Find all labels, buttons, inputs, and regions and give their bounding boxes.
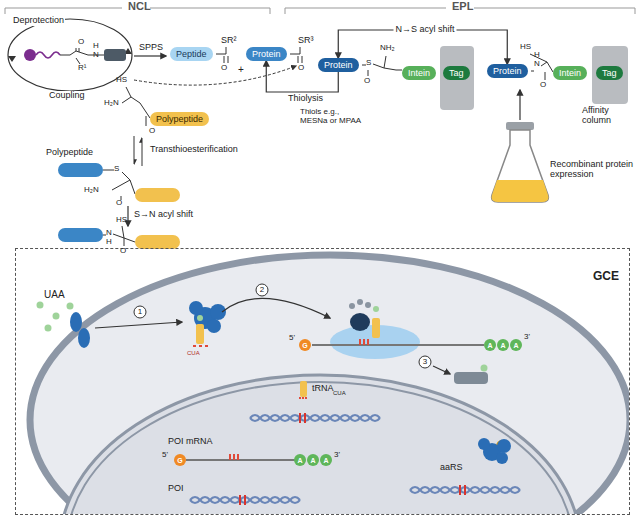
text-label: CUA: [187, 350, 200, 357]
text-label: SR²: [221, 36, 237, 46]
text-label: A: [310, 457, 315, 464]
text-label: Thiols e.g., MESNa or MPAA: [300, 108, 362, 126]
text-label: A: [323, 457, 328, 464]
text-label: G: [177, 457, 182, 464]
text-label: HS: [520, 43, 531, 52]
text-label: O: [78, 38, 84, 47]
edge-label: N→S acyl shift: [393, 25, 456, 35]
text-label: HS: [116, 216, 127, 225]
text-label: Affinity column: [582, 106, 632, 126]
protein-segment: Peptide: [170, 47, 213, 61]
text-label: +: [238, 64, 244, 75]
text-label: H: [93, 42, 99, 51]
callout-number: 1: [138, 308, 142, 316]
text-label: UAA: [44, 289, 65, 300]
text-label: O: [149, 127, 155, 136]
protein-segment: Tag: [596, 66, 623, 80]
edge-label: Thiolysis: [286, 94, 325, 104]
segment-label: Protein: [324, 60, 353, 70]
segment-label: Intein: [559, 68, 581, 78]
text-label: O: [221, 64, 227, 73]
text-label: A: [297, 457, 302, 464]
text-label: NCL: [128, 0, 151, 12]
text-label: 3': [334, 451, 340, 460]
text-label: H₂N: [104, 99, 119, 108]
dna-strand: [250, 415, 380, 421]
text-label: POI: [168, 484, 184, 494]
text-label: EPL: [452, 0, 473, 12]
panel-title: GCE: [593, 269, 619, 283]
text-label: Recombinant protein expression: [550, 160, 634, 180]
text-label: N: [106, 229, 112, 238]
text-label: NH₂: [380, 44, 395, 53]
segment-label: Intein: [408, 68, 430, 78]
text-label: O: [120, 247, 126, 256]
text-label: S: [366, 59, 371, 68]
text-label: A: [487, 342, 492, 349]
text-label: SR³: [298, 36, 314, 46]
text-label: N: [93, 51, 99, 60]
segment-label: Protein: [252, 49, 281, 59]
callout-number: 2: [260, 286, 264, 294]
dna-mark: [460, 485, 465, 495]
protein-segment: Tag: [443, 66, 470, 80]
text-label: 3': [524, 333, 530, 342]
text-label: Deprotection: [12, 16, 65, 26]
text-label: O: [116, 199, 122, 208]
text-label: S: [114, 165, 119, 174]
text-label: S→N acyl shift: [134, 210, 193, 220]
segment-label: Tag: [449, 68, 464, 78]
text-label: O: [364, 77, 370, 86]
protein-segment: Protein: [318, 58, 359, 72]
text-label: HS: [116, 76, 127, 85]
segment-label: Peptide: [176, 49, 207, 59]
protein-segment: Intein: [402, 66, 436, 80]
text-label: N: [534, 60, 540, 69]
text-label: R¹: [78, 64, 86, 73]
text-label: O: [540, 81, 546, 90]
text-label: CUA: [333, 390, 346, 397]
gce-panel: GCE: [15, 248, 630, 515]
protein-segment: Protein: [246, 47, 287, 61]
reaction-arrow: [338, 30, 507, 64]
text-label: 5': [289, 334, 295, 343]
text-label: Coupling: [48, 91, 86, 101]
segment-label: Protein: [493, 66, 522, 76]
protein-segment: Intein: [553, 66, 587, 80]
dna-strand: [250, 415, 380, 421]
protein-segment: Polypeptide: [150, 112, 209, 126]
text-label: 5': [162, 451, 168, 460]
text-label: H: [534, 51, 540, 60]
text-label: G: [302, 342, 307, 349]
text-label: POI mRNA: [168, 437, 213, 447]
text-label: aaRS: [440, 463, 463, 473]
text-label: Transthioesterification: [150, 145, 238, 155]
protein-segment: Protein: [487, 64, 528, 78]
text-label: Polypeptide: [46, 148, 93, 158]
dna-mark: [240, 495, 245, 505]
text-label: O: [298, 64, 304, 73]
callout-number: 3: [423, 358, 427, 366]
text-label: A: [500, 342, 505, 349]
text-label: SPPS: [139, 43, 163, 53]
segment-label: Tag: [602, 68, 617, 78]
text-label: H₂N: [84, 186, 99, 195]
text-label: tRNA: [312, 384, 334, 394]
text-label: A: [513, 342, 518, 349]
text-label: H: [106, 238, 112, 247]
dna-mark: [300, 413, 305, 423]
segment-label: Polypeptide: [156, 114, 203, 124]
